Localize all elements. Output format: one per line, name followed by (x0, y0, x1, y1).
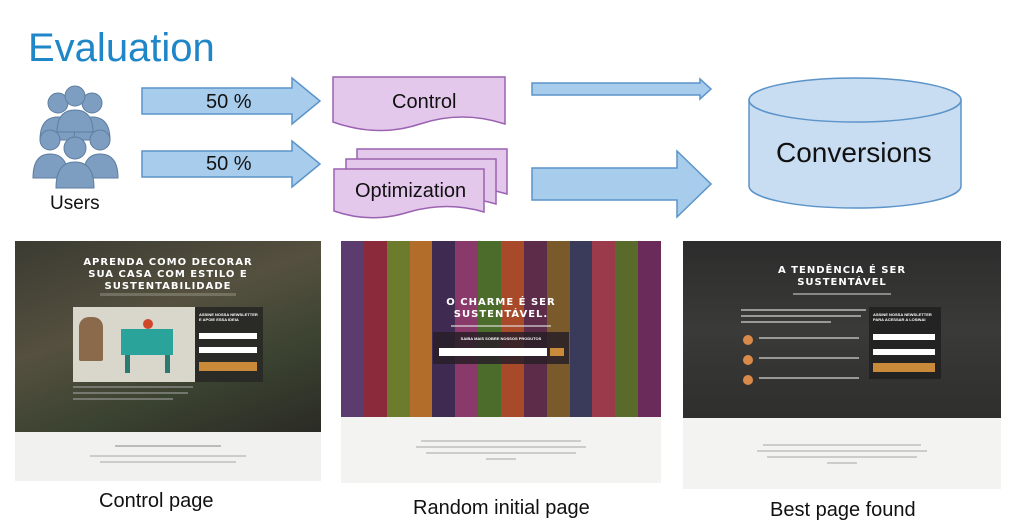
stripe (523, 241, 547, 417)
users-label: Users (50, 193, 100, 214)
control-form-title: ASSINE NOSSA NEWSLETTER E APOIE ESSA IDE… (199, 312, 258, 322)
random-signup-form: SAIBA MAIS SOBRE NOSSOS PRODUTOS (433, 332, 569, 364)
control-label: Control (392, 91, 457, 113)
control-page-thumbnail: APRENDA COMO DECORAR SUA CASA COM ESTILO… (15, 241, 321, 481)
arrow-optimization-to-conversions (531, 149, 713, 219)
stripe (592, 241, 616, 417)
stripe (501, 241, 524, 417)
stripe (546, 241, 570, 417)
best-page-caption: Best page found (770, 499, 916, 521)
control-box (332, 76, 506, 132)
stripe (455, 241, 479, 417)
stripe (615, 241, 639, 417)
slide-title: Evaluation (28, 26, 215, 70)
optimization-box (333, 168, 485, 219)
feature-icon-3 (743, 375, 753, 385)
stripe (432, 241, 456, 417)
users-group-icon (32, 85, 119, 189)
split-top-label: 50 % (206, 91, 252, 113)
stripe (638, 241, 661, 417)
arrow-to-control (141, 76, 322, 126)
stripe (386, 241, 410, 417)
conversions-label: Conversions (776, 137, 932, 168)
control-headline: APRENDA COMO DECORAR SUA CASA COM ESTILO… (83, 257, 253, 292)
feature-icon-2 (743, 355, 753, 365)
optimization-label: Optimization (355, 180, 467, 202)
random-headline: O CHARME É SER SUSTENTÁVEL. (446, 297, 556, 320)
stripe (363, 241, 387, 417)
stripe (409, 241, 433, 417)
stripe (569, 241, 593, 417)
arrow-to-optimization (141, 139, 322, 189)
split-bottom-label: 50 % (206, 153, 252, 175)
feature-icon-1 (743, 335, 753, 345)
control-newsletter-form: ASSINE NOSSA NEWSLETTER E APOIE ESSA IDE… (195, 307, 263, 382)
stripe (341, 241, 364, 417)
best-headline: A TENDÊNCIA É SER SUSTENTÁVEL (777, 265, 907, 288)
random-page-thumbnail: O CHARME É SER SUSTENTÁVEL. SAIBA MAIS S… (341, 241, 661, 483)
conversions-cylinder (748, 77, 962, 209)
random-form-title: SAIBA MAIS SOBRE NOSSOS PRODUTOS (460, 336, 542, 341)
best-page-thumbnail: A TENDÊNCIA É SER SUSTENTÁVEL ASSINE NOS… (683, 241, 1001, 489)
furniture-photo (73, 307, 195, 382)
best-newsletter-form: ASSINE NOSSA NEWSLETTER PARA ACESSAR A L… (869, 307, 941, 379)
best-form-title: ASSINE NOSSA NEWSLETTER PARA ACESSAR A L… (873, 312, 932, 322)
stripe (478, 241, 502, 417)
striped-background (341, 241, 661, 417)
random-page-caption: Random initial page (413, 497, 590, 519)
control-page-caption: Control page (99, 490, 214, 512)
arrow-control-to-conversions (531, 77, 713, 101)
